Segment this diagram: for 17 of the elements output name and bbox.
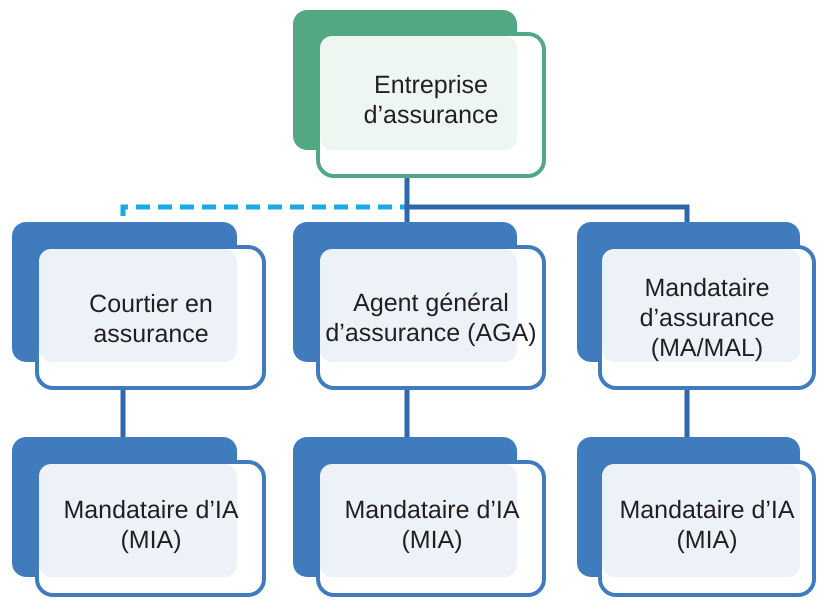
box-label: Mandataire d’IA (MIA) <box>343 495 521 555</box>
box-label: Courtier en assurance <box>88 288 214 348</box>
box-label: Entreprise d’assurance <box>362 70 500 130</box>
org-chart-box <box>12 222 266 390</box>
org-chart-box <box>293 10 546 178</box>
org-chart-box <box>293 437 546 597</box>
org-chart-box <box>577 437 816 597</box>
connector-line <box>404 390 410 437</box>
box-label: Mandataire d’assurance (MA/MAL) <box>638 273 776 363</box>
box-label: Mandataire d’IA (MIA) <box>62 495 240 555</box>
org-chart-box <box>12 437 266 597</box>
org-chart-box <box>293 222 546 390</box>
connector-line <box>684 390 690 437</box>
box-label: Agent général d’assurance (AGA) <box>324 288 538 348</box>
box-label: Mandataire d’IA (MIA) <box>618 495 796 555</box>
connector-line <box>120 390 126 437</box>
org-chart-box <box>577 222 816 390</box>
